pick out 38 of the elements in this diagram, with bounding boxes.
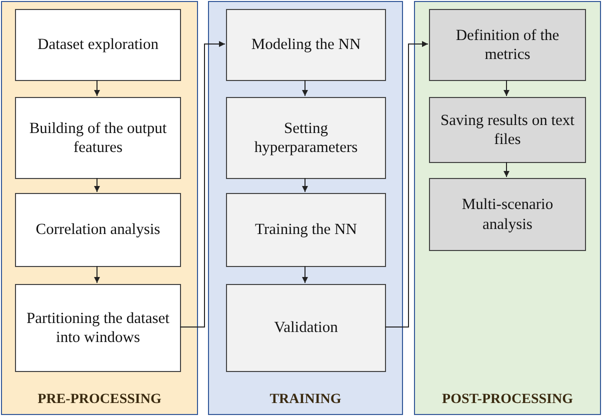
process-box bbox=[15, 97, 181, 179]
process-box bbox=[429, 97, 586, 163]
stage-title: PRE-PROCESSING bbox=[38, 392, 162, 408]
arrow bbox=[180, 41, 226, 328]
arrow bbox=[94, 80, 100, 96]
process-box bbox=[226, 97, 386, 179]
box-text: Definition of the metrics bbox=[454, 26, 560, 64]
box-text: Dataset exploration bbox=[36, 35, 160, 55]
box-text: Building of the output features bbox=[28, 118, 168, 158]
arrow bbox=[302, 266, 308, 284]
arrow bbox=[302, 80, 308, 96]
process-box bbox=[226, 284, 386, 372]
arrow bbox=[504, 162, 510, 178]
arrow bbox=[94, 178, 100, 192]
process-box bbox=[226, 193, 386, 267]
box-text: Setting hyperparameters bbox=[253, 118, 359, 158]
process-box bbox=[15, 9, 181, 81]
stage-panel bbox=[208, 1, 403, 415]
process-box bbox=[429, 9, 586, 81]
box-text: Validation bbox=[273, 318, 339, 338]
box-text: Training the NN bbox=[254, 220, 358, 240]
stage-title: POST-PROCESSING bbox=[442, 392, 573, 408]
arrow bbox=[94, 266, 100, 284]
process-box bbox=[15, 284, 181, 372]
stage-panel bbox=[414, 1, 601, 415]
arrow bbox=[302, 178, 308, 192]
box-text: Modeling the NN bbox=[250, 35, 362, 55]
stage-panel bbox=[1, 1, 198, 415]
process-box bbox=[429, 178, 586, 251]
box-text: Multi-scenario analysis bbox=[460, 195, 554, 234]
box-text: Partitioning the dataset into windows bbox=[26, 308, 170, 348]
process-box bbox=[15, 193, 181, 267]
box-text: Saving results on text files bbox=[440, 110, 576, 150]
process-box bbox=[226, 9, 386, 81]
arrow bbox=[504, 80, 510, 96]
stage-title: TRAINING bbox=[270, 392, 342, 408]
arrow bbox=[384, 41, 428, 328]
box-text: Correlation analysis bbox=[34, 220, 162, 240]
